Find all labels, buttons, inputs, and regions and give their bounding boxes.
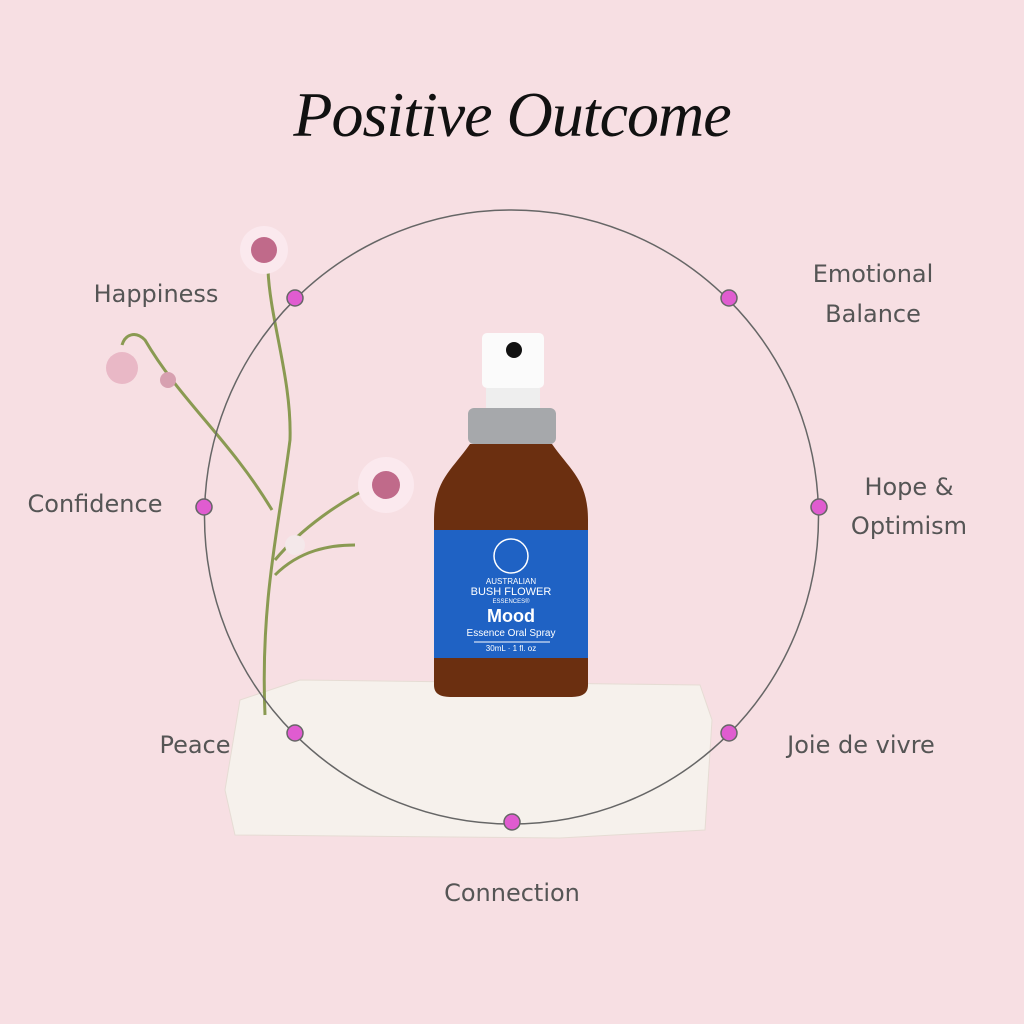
dot-happiness xyxy=(286,289,304,307)
dot-hope xyxy=(810,498,828,516)
label-joie: Joie de vivre xyxy=(787,731,935,759)
label-connection: Connection xyxy=(444,879,580,907)
dot-joie xyxy=(720,724,738,742)
stone-pedestal xyxy=(224,679,713,839)
product-type: Essence Oral Spray xyxy=(466,628,556,639)
brand-line-2: BUSH FLOWER xyxy=(470,586,552,598)
label-peace: Peace xyxy=(159,731,231,759)
brand-line-1: AUSTRALIAN xyxy=(485,577,537,586)
outcome-dots xyxy=(195,289,828,831)
dot-emotional-balance xyxy=(720,289,738,307)
brand-logo-icon xyxy=(493,538,529,574)
label-hope-line-2: Optimism xyxy=(850,512,968,540)
page-title: Positive Outcome xyxy=(293,79,731,150)
bottle-label-text: AUSTRALIAN BUSH FLOWER ESSENCES® Mood Es… xyxy=(434,577,588,654)
product-name: Mood xyxy=(487,606,535,626)
brand-line-3: ESSENCES® xyxy=(492,599,530,605)
label-happiness: Happiness xyxy=(93,280,219,308)
label-confidence: Confidence xyxy=(27,490,163,518)
product-size: 30mL · 1 fl. oz xyxy=(485,644,537,653)
label-emotional-line-1: Emotional xyxy=(812,260,934,288)
dot-peace xyxy=(286,724,304,742)
flower-icon xyxy=(106,226,414,555)
bottle xyxy=(434,333,588,697)
flower-stems xyxy=(120,269,386,716)
dot-confidence xyxy=(195,498,213,516)
label-hope-line-1: Hope & xyxy=(864,473,954,501)
label-emotional-line-2: Balance xyxy=(825,300,921,328)
dot-connection xyxy=(503,813,521,831)
